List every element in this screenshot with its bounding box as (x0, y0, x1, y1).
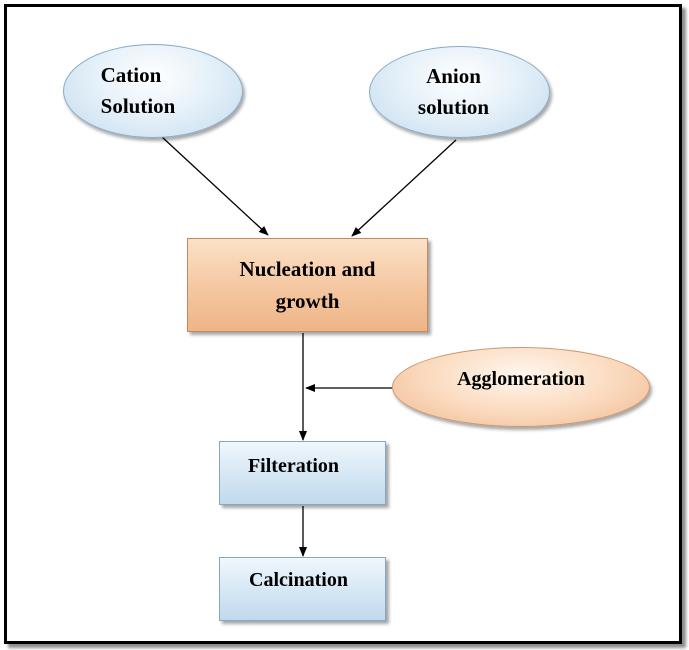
nucleation-growth-label: Nucleation and growth (239, 257, 376, 313)
agglomeration-label: Agglomeration (457, 368, 585, 390)
calcination-box: Calcination (219, 557, 386, 621)
anion-solution-node: Anion solution (369, 46, 550, 138)
cation-solution-label: Cation Solution (100, 63, 176, 118)
agglomeration-node: Agglomeration (392, 347, 650, 427)
filteration-box: Filteration (219, 441, 386, 505)
filteration-label: Filteration (247, 455, 340, 477)
calcination-label: Calcination (249, 569, 348, 591)
nucleation-growth-box: Nucleation and growth (187, 238, 428, 332)
anion-solution-label: Anion solution (417, 64, 490, 119)
cation-solution-node: Cation Solution (63, 44, 243, 138)
